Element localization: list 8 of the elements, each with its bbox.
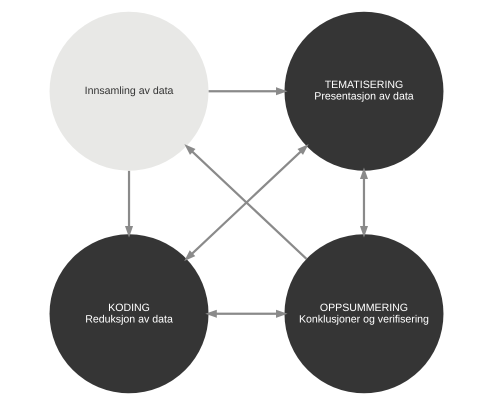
node-circle: KODING Reduksjon av data xyxy=(50,234,209,394)
arrow xyxy=(205,310,288,318)
node-circle: OPPSUMMERING Konklusjoner og verifisering xyxy=(284,234,444,394)
arrow xyxy=(360,168,368,238)
node-circle: TEMATISERING Presentasjon av data xyxy=(284,12,444,171)
arrow xyxy=(125,170,134,238)
arrow xyxy=(208,87,288,96)
node-circle: Innsamling av data xyxy=(50,12,209,171)
